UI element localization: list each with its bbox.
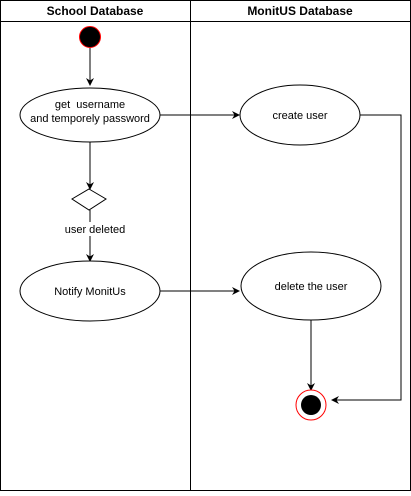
final-node [295, 389, 327, 421]
action-notify: Notify MonitUs [19, 260, 161, 322]
edge-create-user-to-final [331, 114, 402, 404]
final-node-core [301, 395, 321, 415]
guard-label-user-deleted: user deleted [65, 224, 126, 236]
action-create-user-label: create user [272, 110, 327, 122]
initial-node [79, 26, 101, 48]
action-notify-label: Notify MonitUs [54, 286, 126, 298]
decision-node [71, 188, 107, 211]
lane-title-monitus-database: MonitUS Database [247, 4, 353, 18]
action-get-credentials: get username and temporely password [19, 87, 161, 143]
action-create-user-shape [239, 84, 361, 146]
action-delete-user-shape [240, 251, 382, 321]
action-notify-shape [19, 260, 161, 322]
lane-title-school-database: School Database [47, 4, 144, 18]
action-get-credentials-shape [19, 87, 161, 143]
action-get-credentials-label-line-2: and temporely password [30, 113, 150, 125]
guard-label-background [61, 222, 127, 236]
action-create-user: create user [239, 84, 361, 146]
action-delete-user-label: delete the user [275, 281, 348, 293]
action-delete-user: delete the user [240, 251, 382, 321]
action-get-credentials-label-line-1: get username [55, 99, 125, 111]
